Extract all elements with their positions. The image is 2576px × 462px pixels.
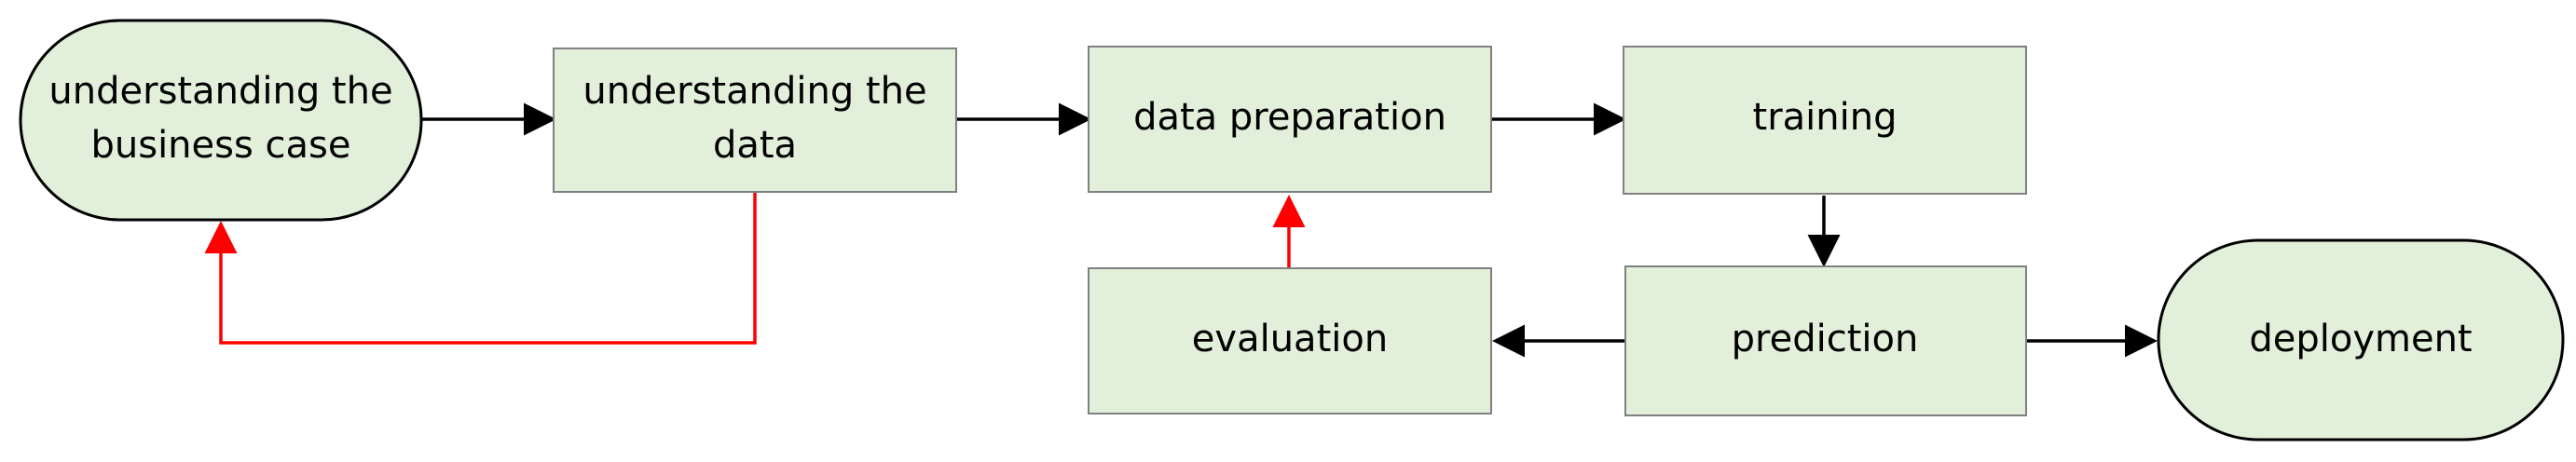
node-understanding-business-case: understanding the business case [19, 19, 423, 222]
node-shape [1088, 46, 1492, 193]
node-label-line-1: understanding the [582, 70, 926, 113]
node-deployment: deployment [2157, 238, 2565, 442]
node-label: training [1753, 96, 1898, 139]
node-label: data preparation [1133, 96, 1446, 139]
node-prediction: prediction [1624, 265, 2027, 416]
node-label: evaluation [1192, 318, 1388, 360]
node-label: deployment [2249, 318, 2472, 360]
node-shape [19, 19, 423, 222]
node-label-line-2: data [713, 124, 797, 167]
node-shape [1624, 265, 2027, 416]
node-shape [553, 48, 957, 193]
node-shape [2157, 238, 2565, 442]
node-label-line-1: understanding the [48, 70, 392, 113]
node-understanding-data: understanding the data [553, 48, 957, 193]
node-shape [1623, 46, 2027, 195]
feedback-arrow-data-to-business [204, 192, 757, 345]
node-training: training [1623, 46, 2027, 195]
node-label: prediction [1732, 318, 1919, 360]
node-shape [1088, 267, 1492, 414]
node-data-preparation: data preparation [1088, 46, 1492, 193]
node-evaluation: evaluation [1088, 267, 1492, 414]
node-label-line-2: business case [90, 124, 350, 167]
